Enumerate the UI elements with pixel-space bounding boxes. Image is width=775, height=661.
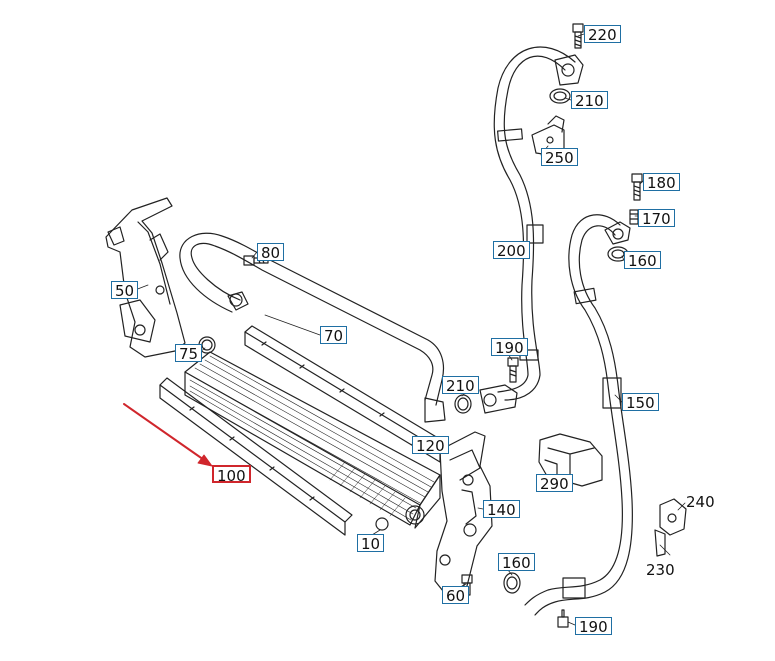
bracket-290 — [538, 433, 603, 487]
label-240[interactable]: 240 — [686, 493, 715, 511]
callout-160-lower[interactable]: 160 — [498, 553, 535, 572]
seal-ring-210-upper — [549, 88, 571, 104]
leader-lines — [134, 33, 686, 626]
callout-210-upper[interactable]: 210 — [571, 91, 608, 110]
bolt-220 — [572, 23, 584, 49]
callout-120[interactable]: 120 — [412, 436, 449, 455]
callout-60[interactable]: 60 — [442, 586, 470, 605]
callout-150[interactable]: 150 — [622, 393, 659, 412]
callout-200[interactable]: 200 — [493, 241, 530, 260]
bolt-190-lower — [557, 609, 569, 628]
callout-210-lower[interactable]: 210 — [442, 376, 479, 395]
highlight-arrow — [123, 403, 213, 467]
label-230[interactable]: 230 — [646, 561, 675, 579]
cooler-core-10 — [184, 351, 441, 531]
callout-80[interactable]: 80 — [257, 243, 285, 262]
hose-70 — [179, 232, 446, 423]
callout-10[interactable]: 10 — [357, 534, 385, 553]
bracket-140 — [434, 431, 493, 597]
bolt-190-upper — [507, 357, 519, 383]
clip-170 — [629, 209, 639, 225]
hose-150 — [524, 214, 633, 616]
callout-75[interactable]: 75 — [175, 344, 203, 363]
callout-190-upper[interactable]: 190 — [491, 338, 528, 357]
callout-290[interactable]: 290 — [536, 474, 573, 493]
callout-190-lower[interactable]: 190 — [575, 617, 612, 636]
callout-220[interactable]: 220 — [584, 25, 621, 44]
callout-50[interactable]: 50 — [111, 281, 139, 300]
callout-180[interactable]: 180 — [643, 173, 680, 192]
hose-200 — [479, 46, 584, 414]
callout-250[interactable]: 250 — [541, 148, 578, 167]
callout-100-highlighted[interactable]: 100 — [212, 465, 251, 485]
callout-140[interactable]: 140 — [483, 500, 520, 519]
bracket-240 — [654, 498, 687, 557]
callout-170[interactable]: 170 — [638, 209, 675, 228]
rail-100 — [159, 377, 353, 536]
bracket-50 — [105, 197, 186, 358]
bolt-180 — [631, 173, 643, 201]
seal-ring-160-lower — [503, 572, 521, 594]
callout-70[interactable]: 70 — [320, 326, 348, 345]
callout-160-upper[interactable]: 160 — [624, 251, 661, 270]
